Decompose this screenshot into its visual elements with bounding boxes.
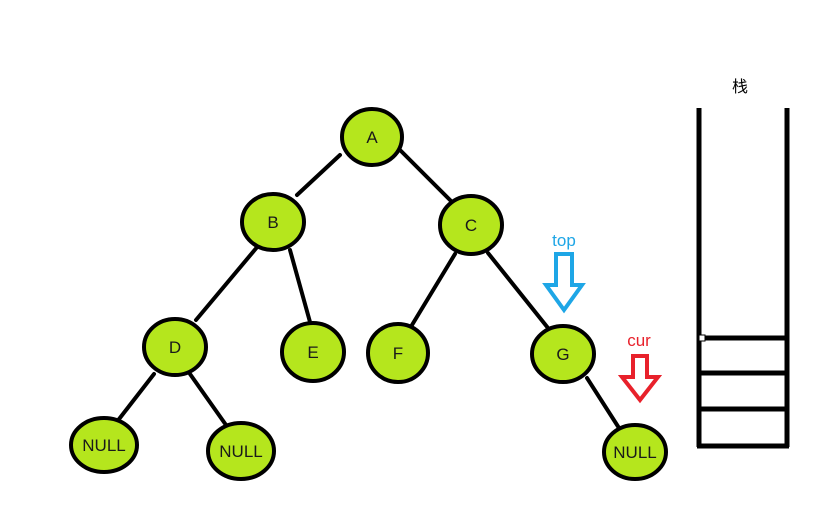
tree-node-label: D bbox=[169, 338, 181, 357]
edge-A-B bbox=[295, 153, 342, 197]
tree-node-G: G bbox=[530, 324, 596, 384]
top-pointer-label: top bbox=[552, 231, 576, 250]
edge-B-E bbox=[288, 248, 312, 324]
tree-node-E: E bbox=[280, 321, 346, 383]
edge-D-NULL2 bbox=[188, 372, 228, 427]
tree-node-label: C bbox=[465, 216, 477, 235]
top-pointer-arrow-icon bbox=[542, 252, 586, 314]
tree-node-label: F bbox=[393, 344, 403, 363]
edge-B-D bbox=[194, 244, 260, 322]
stack-title: 栈 bbox=[732, 77, 748, 96]
tree-node-label: G bbox=[556, 345, 569, 364]
tree-node-C: C bbox=[438, 194, 504, 256]
tree-nodes: A B C D E F G NULL bbox=[69, 107, 668, 481]
tree-node-label: E bbox=[307, 343, 318, 362]
cur-pointer-arrow-icon bbox=[617, 354, 663, 404]
stack: 栈 bbox=[696, 77, 790, 449]
tree-node-D: D bbox=[142, 317, 208, 377]
tree-node-label: NULL bbox=[219, 442, 262, 461]
tree-node-A: A bbox=[340, 107, 404, 167]
tree-node-null-3: NULL bbox=[602, 423, 668, 481]
edge-G-NULL3 bbox=[585, 376, 621, 430]
edge-C-F bbox=[410, 252, 457, 327]
tree-node-label: B bbox=[267, 213, 278, 232]
tree-node-null-1: NULL bbox=[69, 416, 139, 474]
top-pointer: top bbox=[542, 231, 586, 314]
tree-node-label: NULL bbox=[613, 443, 656, 462]
stack-marker bbox=[698, 334, 706, 342]
tree-edges bbox=[114, 148, 621, 430]
tree-node-F: F bbox=[366, 322, 430, 384]
cur-pointer: cur bbox=[617, 331, 663, 404]
tree-node-label: A bbox=[366, 128, 378, 147]
edge-C-G bbox=[486, 251, 550, 330]
edge-D-NULL1 bbox=[114, 372, 156, 425]
edge-A-C bbox=[398, 148, 457, 207]
tree-node-B: B bbox=[240, 192, 306, 252]
cur-pointer-label: cur bbox=[627, 331, 651, 350]
tree-node-label: NULL bbox=[82, 436, 125, 455]
tree-node-null-2: NULL bbox=[206, 421, 276, 481]
